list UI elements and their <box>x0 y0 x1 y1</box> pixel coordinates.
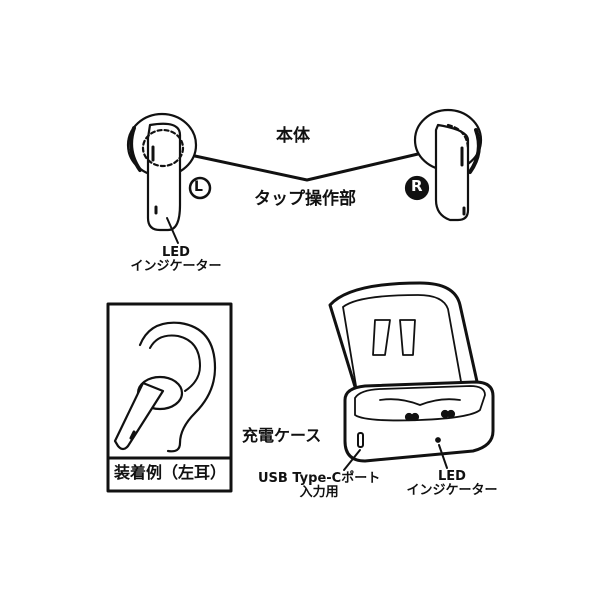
case-led-pointer-line <box>438 444 448 469</box>
usb-port-label: USB Type-Cポート 入力用 <box>258 472 380 499</box>
body-label: 本体 <box>276 126 310 146</box>
right-mark-label: R <box>411 177 423 195</box>
wearing-example-panel <box>106 302 233 493</box>
charging-case-label: 充電ケース <box>242 426 322 445</box>
case-led-line2: インジケーター <box>406 482 498 498</box>
led-pointer-line <box>166 217 179 244</box>
body-pointer-line <box>193 152 420 182</box>
earbud-led-line2: インジケーター <box>130 258 222 274</box>
tap-area-label: タップ操作部 <box>254 189 356 209</box>
right-earbud <box>413 108 483 222</box>
usb-line1: USB Type-Cポート <box>258 471 381 486</box>
case-led-line1: LED <box>438 469 466 484</box>
usb-line2: 入力用 <box>299 484 339 500</box>
left-mark-label: L <box>194 179 203 195</box>
case-led-label: LED インジケーター <box>404 470 500 497</box>
earbud-led-line1: LED <box>162 245 190 260</box>
wearing-example-label: 装着例（左耳） <box>114 463 227 482</box>
left-earbud <box>126 112 198 232</box>
usb-pointer-line <box>343 449 361 471</box>
right-mark-icon <box>404 175 430 201</box>
charging-case <box>328 281 495 463</box>
earbud-led-label: LED インジケーター <box>128 246 224 273</box>
left-mark-icon <box>188 176 212 200</box>
